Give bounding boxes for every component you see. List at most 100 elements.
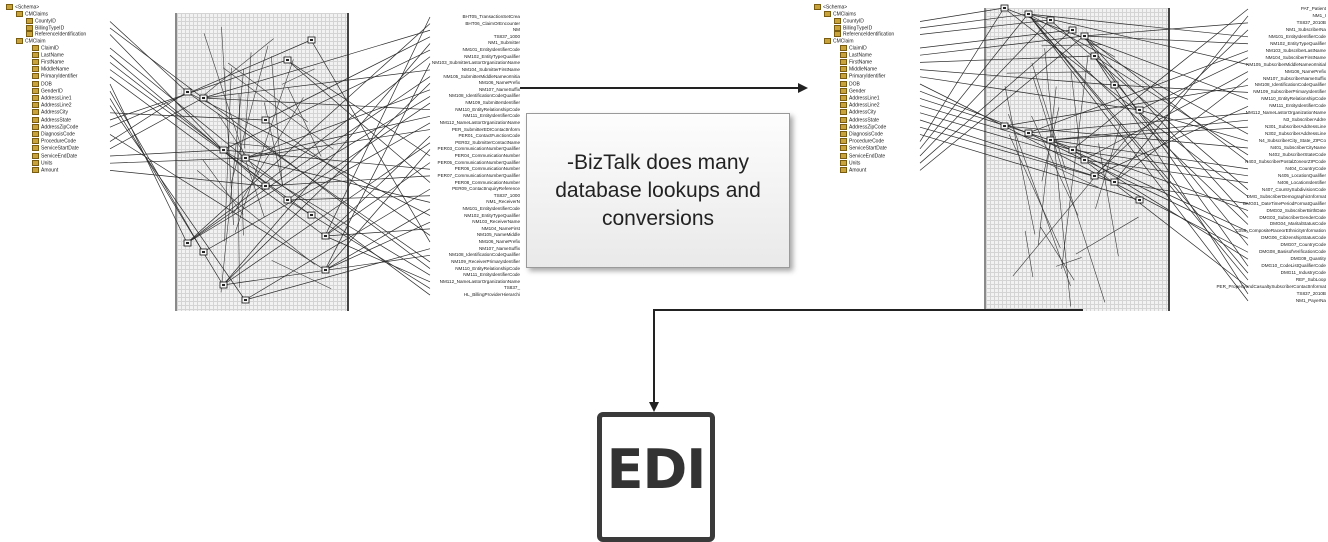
target-field: NM109_SubscriberPrimaryIdentifier (1253, 89, 1326, 95)
child-record-label: CMClaim (833, 37, 854, 44)
field-icon (840, 116, 847, 123)
link-line (1113, 78, 1249, 183)
link-line (919, 69, 1115, 86)
source-field: ServiceEndDate (840, 152, 885, 160)
link-line (1037, 86, 1057, 245)
link-line (1031, 62, 1066, 171)
source-field: Gender (840, 87, 866, 95)
link-line (220, 69, 245, 293)
record-label: CMClaims (833, 11, 857, 18)
target-field: NM104_NameFirst (481, 225, 520, 231)
source-field: DiagnosisCode (840, 130, 883, 138)
link-line (919, 7, 1005, 142)
target-field: NM110_EntityRelationshipCode (455, 265, 520, 271)
source-field: AddressState (32, 116, 71, 124)
field-icon (840, 80, 847, 87)
link-line (286, 102, 431, 201)
target-field: NM109_SubmitterIdentifier (465, 100, 520, 106)
edi-document-icon: EDI (597, 412, 715, 542)
target-field: DMG09_Quantity (1290, 256, 1327, 262)
record-icon (16, 37, 23, 44)
field-icon (32, 80, 39, 87)
target-field: N301_SubscriberAddressLine (1264, 124, 1326, 130)
link-line (310, 39, 431, 243)
link-line (109, 34, 224, 151)
target-field: DMG03_SubscriberGenderCode (1259, 214, 1326, 220)
target-field: PER03_CommunicationNumberQualifier (437, 146, 520, 152)
link-line (202, 29, 431, 99)
source-field: AddressState (840, 116, 879, 124)
source-field: AddressZipCode (32, 123, 78, 131)
source-field-label: AddressZipCode (849, 124, 887, 131)
source-field-label: DiagnosisCode (849, 131, 883, 138)
source-field: Amount (32, 166, 58, 174)
link-line (202, 97, 431, 269)
functoid-fill (222, 149, 225, 151)
source-field: Units (32, 159, 52, 167)
target-field: TS837_ (503, 285, 520, 291)
link-line (244, 115, 431, 159)
target-field: NM111_EntityIdentifierCode (463, 113, 520, 119)
link-line (1095, 123, 1121, 209)
link-line (109, 91, 188, 142)
source-field-label: DOB (41, 80, 52, 87)
link-line (227, 142, 275, 148)
link-line (221, 26, 234, 226)
source-field-label: AddressLine2 (41, 102, 72, 109)
target-field: PER02_SubmitterContactName (455, 139, 520, 145)
field-icon (840, 58, 847, 65)
child-record-node: CMClaim (16, 37, 46, 45)
target-field: N3_SubscriberAddre (1283, 117, 1326, 123)
link-line (919, 13, 1029, 150)
link-line (200, 38, 274, 99)
target-field: REF_SubLoop (1295, 277, 1326, 283)
link-line (1049, 126, 1249, 141)
source-field-label: ServiceEndDate (41, 152, 78, 159)
source-field-label: BillingTypeID (843, 24, 873, 31)
target-field: NM101_EntityIdentifierCode (462, 205, 520, 211)
link-line (919, 19, 1051, 35)
link-line (1138, 109, 1249, 142)
functoid-fill (1003, 7, 1006, 9)
target-field: PER_SubmitterEDIContactInform (451, 126, 520, 132)
target-field: DMG02_SubscriberBirthDate (1266, 207, 1327, 213)
source-field-label: AddressLine1 (41, 95, 72, 102)
field-icon (32, 138, 39, 145)
target-field: DMG11_IndustryCode (1280, 270, 1326, 276)
link-line (919, 35, 1085, 171)
target-field: DMG08_BasisofVerificationCode (1259, 249, 1326, 255)
link-line (1027, 13, 1249, 38)
link-line (1083, 35, 1249, 267)
source-field: ProcedureCode (840, 138, 884, 145)
target-field: NM108_IdentificationCodeQualifier (448, 93, 520, 99)
field-icon (840, 152, 847, 159)
source-field: AddressCity (840, 109, 876, 116)
functoid-fill (1027, 132, 1030, 134)
mapping-links (919, 4, 1249, 307)
target-field: PER08_CommunicationNumber (454, 179, 520, 185)
target-field: NM108_IdentificationCodeQualifier (1254, 82, 1326, 88)
functoid-fill (1113, 84, 1116, 86)
functoid-fill (1071, 149, 1074, 151)
link-line (1055, 257, 1082, 267)
target-field: NM1_PayerNa (1295, 297, 1326, 303)
link-line (1003, 125, 1249, 149)
target-field: NM106_NamePrefix (478, 239, 520, 245)
link-line (186, 96, 431, 244)
target-field: NM102_EntityTypeQualifier (464, 53, 520, 59)
link-line (1004, 85, 1036, 235)
functoid-fill (310, 214, 313, 216)
source-field: LastName (32, 51, 64, 59)
source-field: BillingTypeID (26, 24, 64, 32)
field-icon (32, 102, 39, 109)
functoid-fill (202, 97, 205, 99)
link-line (109, 54, 266, 187)
source-field: CountyID (26, 18, 56, 25)
field-icon (32, 66, 39, 73)
link-line (1027, 13, 1249, 65)
link-line (222, 142, 431, 286)
target-field: PER04_CommunicationNumber (454, 153, 520, 159)
edi-label: EDI (606, 438, 707, 501)
source-field: PrimaryIdentifier (840, 73, 885, 80)
link-line (109, 47, 246, 159)
